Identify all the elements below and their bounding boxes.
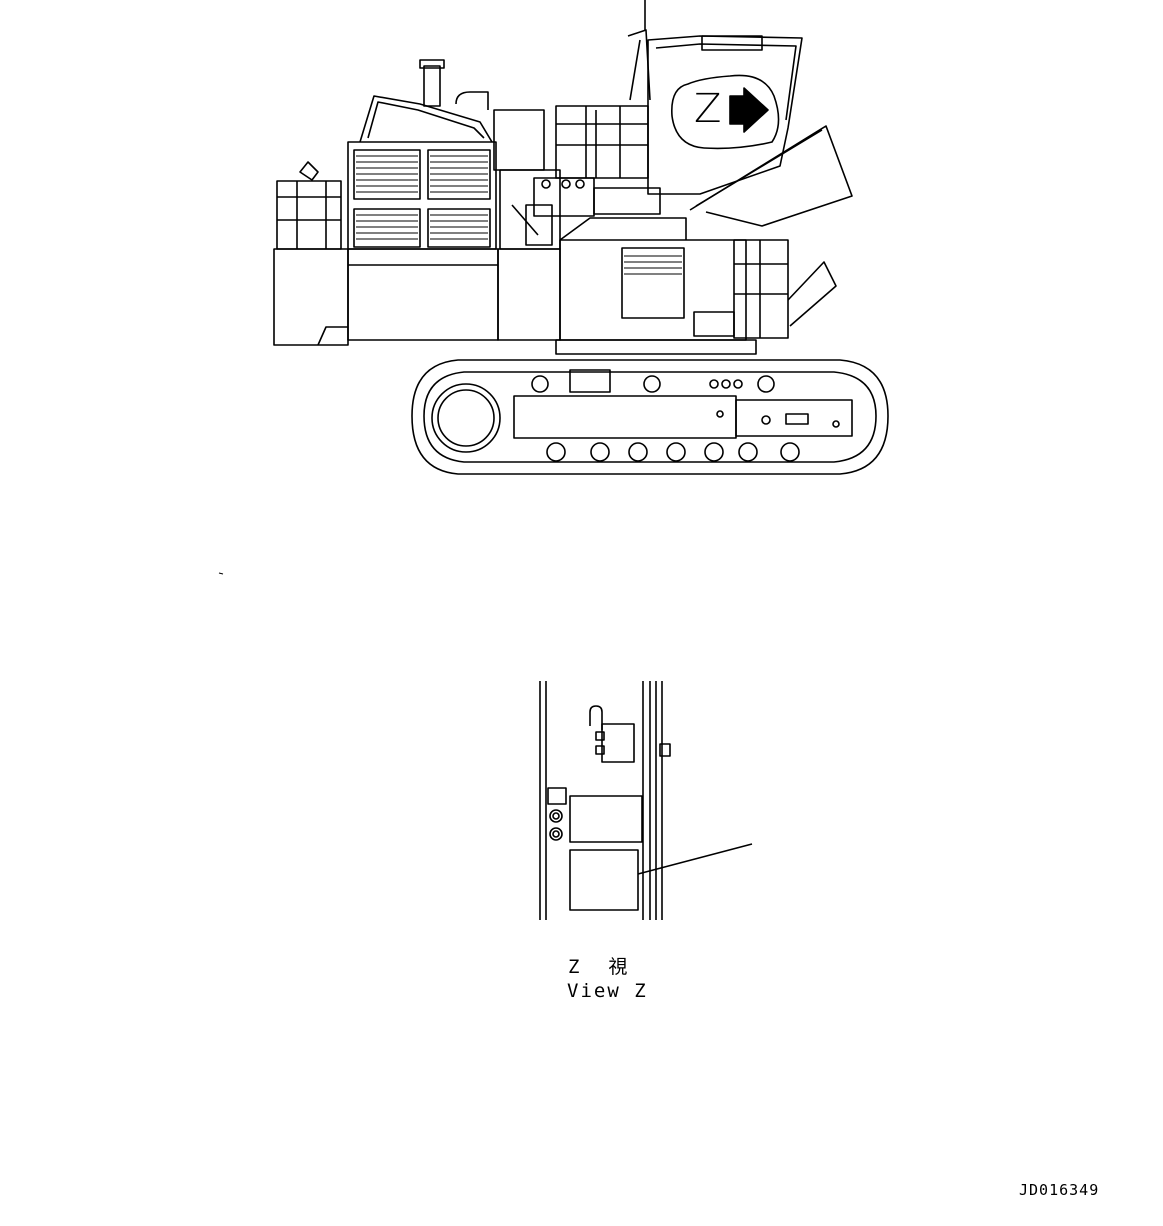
- callout-letter: Z: [694, 86, 722, 132]
- front-platform: [559, 239, 747, 341]
- drawing-id: JD016349: [1019, 1181, 1100, 1199]
- view-z-detail: [539, 681, 753, 920]
- operator-cab: [627, 29, 803, 195]
- view-z-callout: [671, 74, 780, 150]
- front-railing: [733, 239, 837, 339]
- engine-hood: [347, 59, 545, 250]
- walkway-railing: [555, 105, 649, 179]
- boom: [689, 125, 853, 227]
- rear-railing: [276, 161, 342, 250]
- counterweight: [273, 248, 349, 346]
- label-plate: [569, 849, 639, 911]
- view-label-japanese: Z 視: [568, 956, 630, 978]
- leader-line: [637, 843, 753, 875]
- crawler-track: [411, 359, 889, 475]
- view-label-english: View Z: [567, 980, 648, 1002]
